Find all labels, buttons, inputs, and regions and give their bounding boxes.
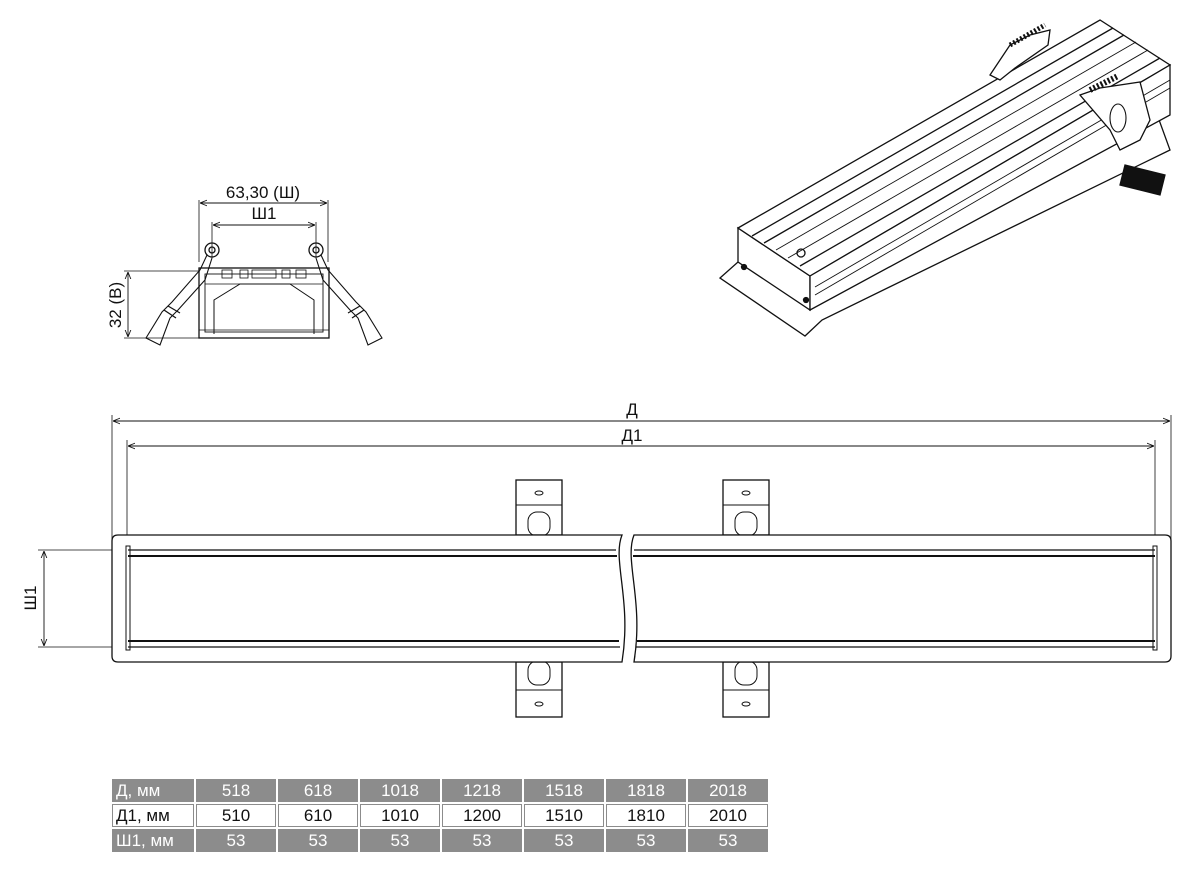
dimensions-table: Д, мм 518 618 1018 1218 1518 1818 2018 Д… bbox=[110, 777, 770, 854]
table-cell: 1818 bbox=[606, 779, 686, 802]
table-cell: 518 bbox=[196, 779, 276, 802]
top-width-label: Ш1 bbox=[21, 585, 40, 610]
cross-section-drawing bbox=[124, 200, 383, 346]
table-cell: 610 bbox=[278, 804, 358, 827]
table-cell: 53 bbox=[442, 829, 522, 852]
table-cell: 1518 bbox=[524, 779, 604, 802]
table-cell: 53 bbox=[278, 829, 358, 852]
table-cell: 510 bbox=[196, 804, 276, 827]
row-header-width: Ш1, мм bbox=[112, 829, 194, 852]
table-cell: 53 bbox=[196, 829, 276, 852]
table-cell: 53 bbox=[688, 829, 768, 852]
height-label: 32 (В) bbox=[106, 282, 125, 328]
table-cell: 53 bbox=[360, 829, 440, 852]
table-cell: 2010 bbox=[688, 804, 768, 827]
table-cell: 2018 bbox=[688, 779, 768, 802]
table-row: Д1, мм 510 610 1010 1200 1510 1810 2010 bbox=[112, 804, 768, 827]
table-cell: 1200 bbox=[442, 804, 522, 827]
overall-width-label: 63,30 (Ш) bbox=[226, 183, 300, 202]
table-cell: 618 bbox=[278, 779, 358, 802]
table-cell: 1018 bbox=[360, 779, 440, 802]
table-cell: 1510 bbox=[524, 804, 604, 827]
table-cell: 53 bbox=[606, 829, 686, 852]
table-cell: 1010 bbox=[360, 804, 440, 827]
table-row: Ш1, мм 53 53 53 53 53 53 53 bbox=[112, 829, 768, 852]
row-header-inner-length: Д1, мм bbox=[112, 804, 194, 827]
row-header-length: Д, мм bbox=[112, 779, 194, 802]
table-cell: 1810 bbox=[606, 804, 686, 827]
table-cell: 1218 bbox=[442, 779, 522, 802]
length-label: Д bbox=[626, 400, 638, 419]
top-view-drawing bbox=[38, 415, 1172, 718]
table-cell: 53 bbox=[524, 829, 604, 852]
inner-width-label: Ш1 bbox=[251, 204, 276, 223]
inner-length-label: Д1 bbox=[622, 426, 643, 445]
table-row: Д, мм 518 618 1018 1218 1518 1818 2018 bbox=[112, 779, 768, 802]
isometric-view-drawing bbox=[718, 19, 1172, 337]
